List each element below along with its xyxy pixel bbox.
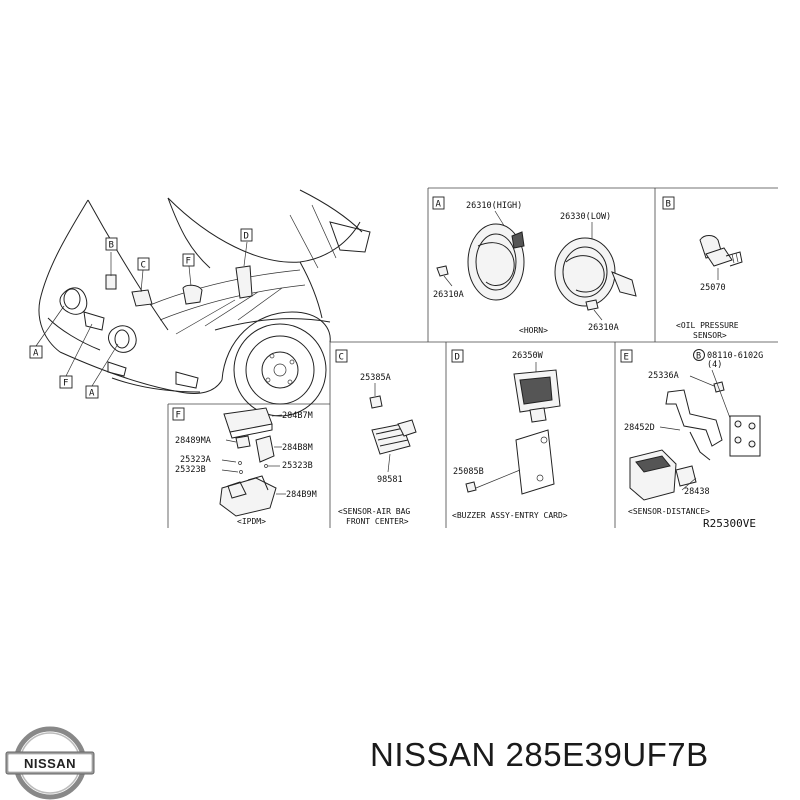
nissan-logo-text: NISSAN: [24, 756, 76, 771]
callout-f: F: [63, 379, 68, 389]
part-26330-low: 26330(LOW): [560, 212, 611, 222]
caption-horn: <HORN>: [519, 326, 548, 335]
panel-d-buzzer: D 26350W 25085B <BUZZER ASSY-ENTRY CARD>: [451, 349, 568, 520]
part-98581: 98581: [377, 475, 403, 485]
part-284b8m: 284B8M: [282, 443, 313, 453]
caption-oil-pressure-2: SENSOR>: [693, 331, 727, 340]
panel-e-distance-sensor: E B 08110-6102G (4) 25336A 28452D 28438 …: [620, 349, 763, 516]
panel-d-letter: D: [455, 353, 460, 363]
part-28452d: 28452D: [624, 423, 655, 433]
part-26310a-left: 26310A: [433, 290, 464, 300]
caption-ipdm: <IPDM>: [237, 517, 266, 526]
part-25323b-left: 25323B: [175, 465, 206, 475]
panel-a-horn: A 26310(HIGH) 26330(LOW) 26310A 26310A <…: [432, 196, 637, 335]
caption-oil-pressure-1: <OIL PRESSURE: [676, 321, 739, 330]
part-25323a: 25323A: [180, 455, 211, 465]
panel-e-letter: E: [624, 353, 629, 363]
panel-a-letter: A: [436, 200, 442, 210]
part-28489ma: 28489MA: [175, 436, 211, 446]
panel-f-letter: F: [176, 411, 181, 421]
panel-b-oil-pressure-sensor: B 25070 <OIL PRESSURE SENSOR>: [662, 196, 743, 340]
caption-buzzer: <BUZZER ASSY-ENTRY CARD>: [452, 511, 568, 520]
brand-part-number-title: NISSAN 285E39UF7B: [370, 736, 709, 774]
fastener-symbol-b: B: [696, 352, 701, 362]
part-number: 285E39UF7B: [505, 736, 709, 773]
brand-name: NISSAN: [370, 736, 496, 773]
part-25070: 25070: [700, 283, 726, 293]
caption-distance-sensor: <SENSOR-DISTANCE>: [628, 507, 710, 516]
part-25323b-right: 25323B: [282, 461, 313, 471]
part-284b7m: 284B7M: [282, 411, 313, 421]
callout-b: B: [109, 241, 114, 251]
panel-c-letter: C: [339, 353, 344, 363]
part-284b9m: 284B9M: [286, 490, 317, 500]
part-25385a: 25385A: [360, 373, 391, 383]
callout-a-right: A: [89, 389, 95, 399]
panel-frames: [167, 187, 778, 528]
car-overview-drawing: [35, 189, 371, 417]
callout-d: D: [244, 232, 249, 242]
callout-c: C: [141, 261, 146, 271]
part-25336a: 25336A: [648, 371, 679, 381]
callout-a-left: A: [33, 349, 39, 359]
part-qty-4: (4): [707, 360, 722, 370]
part-08110-6102g: 08110-6102G: [707, 351, 763, 361]
diagram-code: R25300VE: [703, 517, 756, 530]
caption-airbag-1: <SENSOR-AIR BAG: [338, 507, 410, 516]
panel-c-airbag-sensor: C 25385A 98581 <SENSOR-AIR BAG FRONT CEN…: [335, 349, 417, 526]
overview-callouts: B C F D A F A: [29, 228, 253, 399]
caption-airbag-2: FRONT CENTER>: [346, 517, 409, 526]
nissan-logo: NISSAN: [5, 726, 95, 800]
part-26350w: 26350W: [512, 351, 544, 361]
part-25085b: 25085B: [453, 467, 484, 477]
part-26310-high: 26310(HIGH): [466, 201, 522, 211]
panel-f-ipdm: F 284B7M 28489MA 284B8M 25323A 25323B 25…: [172, 407, 317, 526]
part-28438: 28438: [684, 487, 710, 497]
callout-f-top: F: [186, 257, 191, 267]
part-26310a-right: 26310A: [588, 323, 619, 333]
panel-b-letter: B: [666, 200, 671, 210]
